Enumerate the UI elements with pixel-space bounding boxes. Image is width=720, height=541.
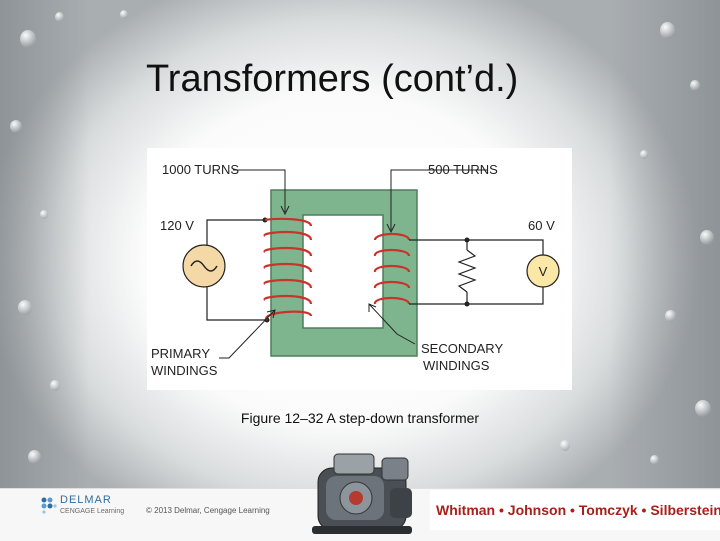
water-droplet xyxy=(120,10,128,19)
compressor-image xyxy=(312,453,412,534)
water-droplet xyxy=(40,210,48,219)
secondary-turns-leader xyxy=(390,169,487,230)
output-voltage-label: 60 V xyxy=(528,218,555,233)
water-droplet xyxy=(700,230,714,245)
transformer-diagram: V 1000 TURNS 500 TURNS 120 V 60 V PRIMAR… xyxy=(147,148,572,390)
delmar-logo-icon xyxy=(41,497,57,514)
primary-windings-label-line2: WINDINGS xyxy=(151,363,218,378)
meter-lead-top xyxy=(467,239,544,255)
primary-turns-arrowhead xyxy=(280,205,290,216)
figure-caption: Figure 12–32 A step-down transformer xyxy=(0,410,720,426)
secondary-windings-label-line2: WINDINGS xyxy=(423,358,490,373)
water-droplet xyxy=(660,22,675,39)
figure-number: Figure 12–32 xyxy=(240,410,324,426)
meter-lead-bottom xyxy=(467,287,544,305)
primary-windings-leader xyxy=(219,309,276,359)
water-droplet xyxy=(640,150,648,159)
primary-turns-leader xyxy=(233,169,286,212)
publisher-subtitle: CENGAGE Learning xyxy=(60,508,125,515)
secondary-windings-leader xyxy=(368,303,416,345)
background-shade-left xyxy=(0,0,90,540)
water-droplet xyxy=(20,30,36,48)
footer-authors-panel xyxy=(430,490,720,530)
slide-title: Transformers (cont’d.) xyxy=(146,58,519,100)
input-voltage-label: 120 V xyxy=(160,218,194,233)
secondary-coil xyxy=(373,232,411,305)
publisher-name: DELMAR xyxy=(60,494,112,506)
water-droplet xyxy=(18,300,32,315)
water-droplet xyxy=(10,120,22,133)
water-droplet xyxy=(695,400,711,417)
authors-credit: Whitman • Johnson • Tomczyk • Silberstei… xyxy=(436,502,720,518)
voltmeter-symbol: V xyxy=(539,264,548,279)
primary-wire-top xyxy=(206,219,265,246)
secondary-turns-label: 500 TURNS xyxy=(428,162,498,177)
water-droplet xyxy=(28,450,41,464)
primary-coil xyxy=(263,217,313,321)
primary-turns-label: 1000 TURNS xyxy=(162,162,239,177)
primary-windings-label-line1: PRIMARY xyxy=(151,346,210,361)
water-droplet xyxy=(55,12,64,22)
core-window xyxy=(302,214,384,329)
secondary-turns-arrowhead xyxy=(386,223,396,234)
secondary-windings-arrowhead xyxy=(368,303,377,312)
water-droplet xyxy=(650,455,659,465)
sine-wave-icon xyxy=(190,260,218,272)
figure-description: A step-down transformer xyxy=(323,410,480,426)
voltmeter xyxy=(526,254,560,288)
copyright-notice: © 2013 Delmar, Cengage Learning xyxy=(146,506,270,515)
water-droplet xyxy=(665,310,676,322)
primary-windings-arrowhead xyxy=(266,309,276,319)
water-droplet xyxy=(50,380,60,391)
water-droplet xyxy=(690,80,700,91)
water-droplet xyxy=(560,440,570,451)
primary-wire-bottom xyxy=(206,286,267,321)
load-resistor xyxy=(457,249,477,293)
secondary-windings-label-line1: SECONDARY xyxy=(421,341,503,356)
background-shade-right xyxy=(610,0,720,540)
